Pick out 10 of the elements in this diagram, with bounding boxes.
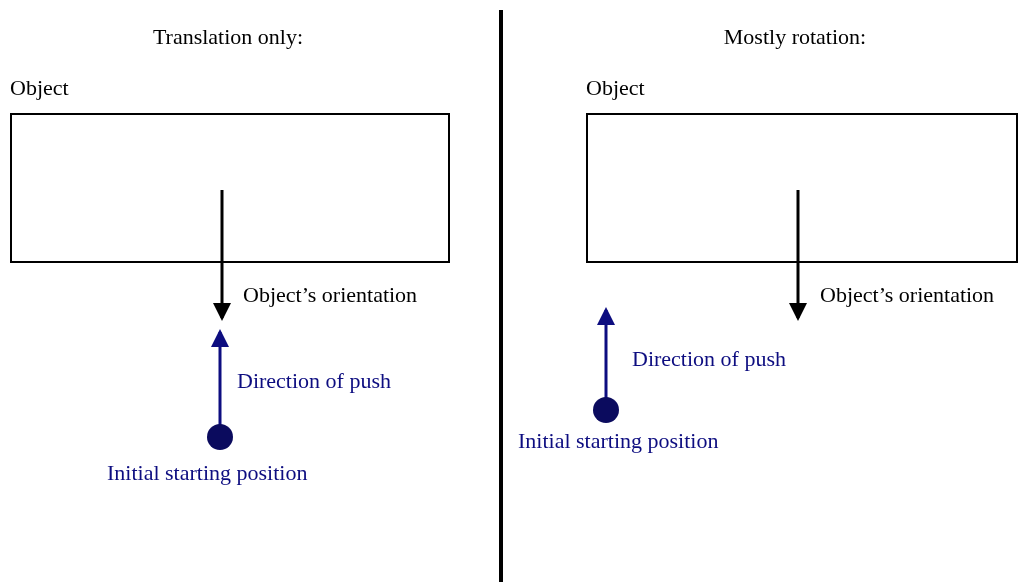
push-label: Direction of push (632, 346, 786, 372)
panel-heading: Translation only: (152, 24, 304, 50)
orientation-label: Object’s orientation (243, 282, 418, 308)
object-label: Object (586, 75, 645, 101)
position-caption: Initial starting position (518, 428, 719, 454)
panel-heading: Mostly rotation: (723, 24, 867, 50)
object-label: Object (10, 75, 69, 101)
position-caption: Initial starting position (107, 460, 308, 486)
push-label: Direction of push (237, 368, 391, 394)
orientation-label: Object’s orientation (820, 282, 995, 308)
